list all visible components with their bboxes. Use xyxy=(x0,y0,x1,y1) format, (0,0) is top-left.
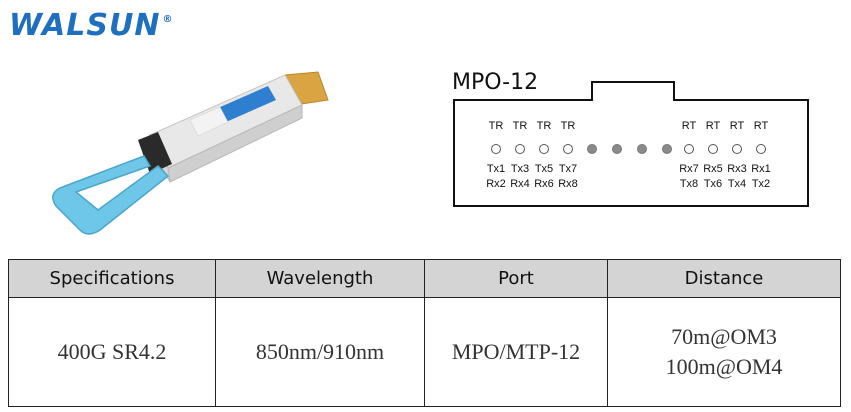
header-distance: Distance xyxy=(607,259,841,298)
mpo-outline xyxy=(453,81,809,207)
mpo-label-rt-1: RT xyxy=(681,120,697,132)
header-specifications: Specifications xyxy=(8,259,216,298)
cell-spec: 400G SR4.2 xyxy=(8,297,216,407)
mpo-label-tx2: Tx2 xyxy=(751,178,771,190)
mpo-label-tx4: Tx4 xyxy=(727,178,747,190)
mpo-label-tx6: Tx6 xyxy=(703,178,723,190)
mpo-label-rx8: Rx8 xyxy=(558,178,578,190)
registered-mark: ® xyxy=(162,14,174,25)
distance-om4: 100m@OM4 xyxy=(665,354,783,379)
table-header-row: Specifications Wavelength Port Distance xyxy=(8,259,841,298)
mpo-12-diagram: MPO-12 TR TR TR TR RT RT RT RT Tx1 Tx3 T… xyxy=(440,62,820,212)
cell-distance: 70m@OM3 100m@OM4 xyxy=(607,297,841,407)
mpo-label-tr-2: TR xyxy=(512,120,528,132)
mpo-label-tr-4: TR xyxy=(560,120,576,132)
distance-om3: 70m@OM3 xyxy=(671,324,777,349)
mpo-label-tx3: Tx3 xyxy=(510,163,530,175)
fiber-11 xyxy=(732,144,742,154)
mpo-label-tr-1: TR xyxy=(488,120,504,132)
cell-wavelength: 850nm/910nm xyxy=(215,297,425,407)
fiber-1 xyxy=(491,144,501,154)
fiber-4 xyxy=(563,144,573,154)
mpo-label-rt-2: RT xyxy=(705,120,721,132)
fiber-8 xyxy=(662,144,672,154)
fiber-7 xyxy=(637,144,647,154)
mpo-label-tr-3: TR xyxy=(536,120,552,132)
fiber-9 xyxy=(684,144,694,154)
cell-port: MPO/MTP-12 xyxy=(424,297,608,407)
mpo-label-rt-3: RT xyxy=(729,120,745,132)
fiber-2 xyxy=(515,144,525,154)
header-wavelength: Wavelength xyxy=(215,259,425,298)
mpo-label-rx4: Rx4 xyxy=(510,178,530,190)
mpo-label-tx1: Tx1 xyxy=(486,163,506,175)
logo-text: WALSUN xyxy=(9,8,161,43)
header-port: Port xyxy=(424,259,608,298)
mpo-label-rx6: Rx6 xyxy=(534,178,554,190)
mpo-title: MPO-12 xyxy=(452,70,539,95)
mpo-label-rx7: Rx7 xyxy=(679,163,699,175)
fiber-12 xyxy=(756,144,766,154)
fiber-10 xyxy=(708,144,718,154)
mpo-label-rt-4: RT xyxy=(753,120,769,132)
mpo-label-rx2: Rx2 xyxy=(486,178,506,190)
fiber-5 xyxy=(587,144,597,154)
table-row: 400G SR4.2 850nm/910nm MPO/MTP-12 70m@OM… xyxy=(8,297,841,407)
fiber-3 xyxy=(539,144,549,154)
fiber-6 xyxy=(612,144,622,154)
mpo-label-rx5: Rx5 xyxy=(703,163,723,175)
walsun-logo: WALSUN® xyxy=(9,6,173,46)
mpo-label-tx8: Tx8 xyxy=(679,178,699,190)
mpo-label-tx7: Tx7 xyxy=(558,163,578,175)
mpo-label-tx5: Tx5 xyxy=(534,163,554,175)
mpo-label-rx3: Rx3 xyxy=(727,163,747,175)
mpo-label-rx1: Rx1 xyxy=(751,163,771,175)
transceiver-image xyxy=(52,71,329,235)
spec-table: Specifications Wavelength Port Distance … xyxy=(8,259,841,407)
